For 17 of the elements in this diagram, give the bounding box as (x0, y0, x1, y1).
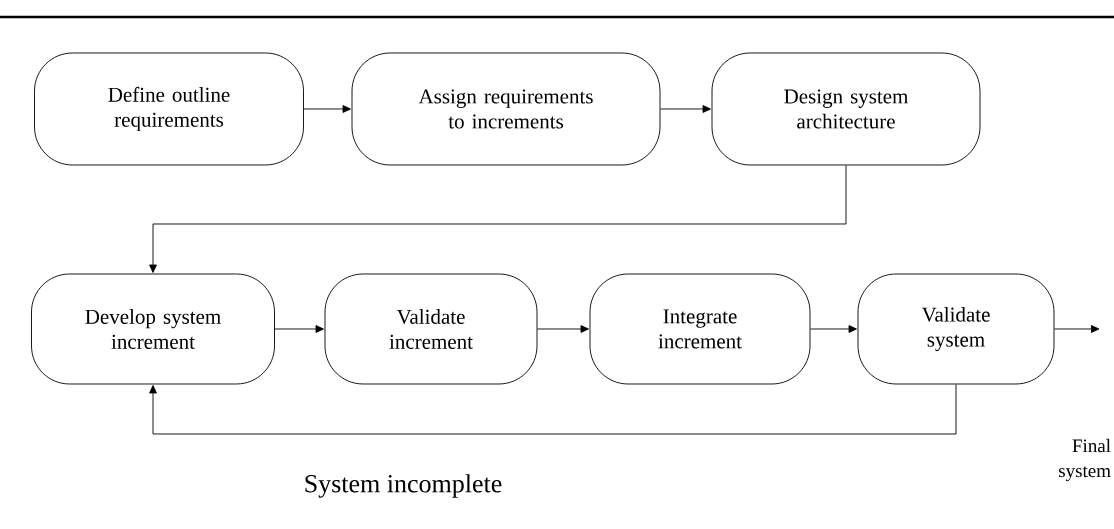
process-box: Validate increment (324, 273, 538, 385)
arrow (1054, 325, 1100, 333)
arrow (274, 325, 324, 333)
process-box: Define outline requirements (34, 52, 304, 166)
arrow (660, 105, 711, 113)
arrow (303, 105, 351, 113)
arrow (149, 384, 957, 435)
process-box: Integrate increment (589, 273, 811, 385)
process-box: Design system architecture (711, 52, 981, 166)
arrow (149, 165, 847, 273)
process-box: Validate system (857, 273, 1055, 385)
edge-label: System incomplete (305, 474, 502, 498)
process-box: Assign requirements to increments (351, 52, 661, 166)
process-box: Develop system increment (31, 273, 275, 385)
note-text: Final system (1059, 438, 1111, 482)
arrow (537, 325, 589, 333)
arrow (810, 325, 857, 333)
